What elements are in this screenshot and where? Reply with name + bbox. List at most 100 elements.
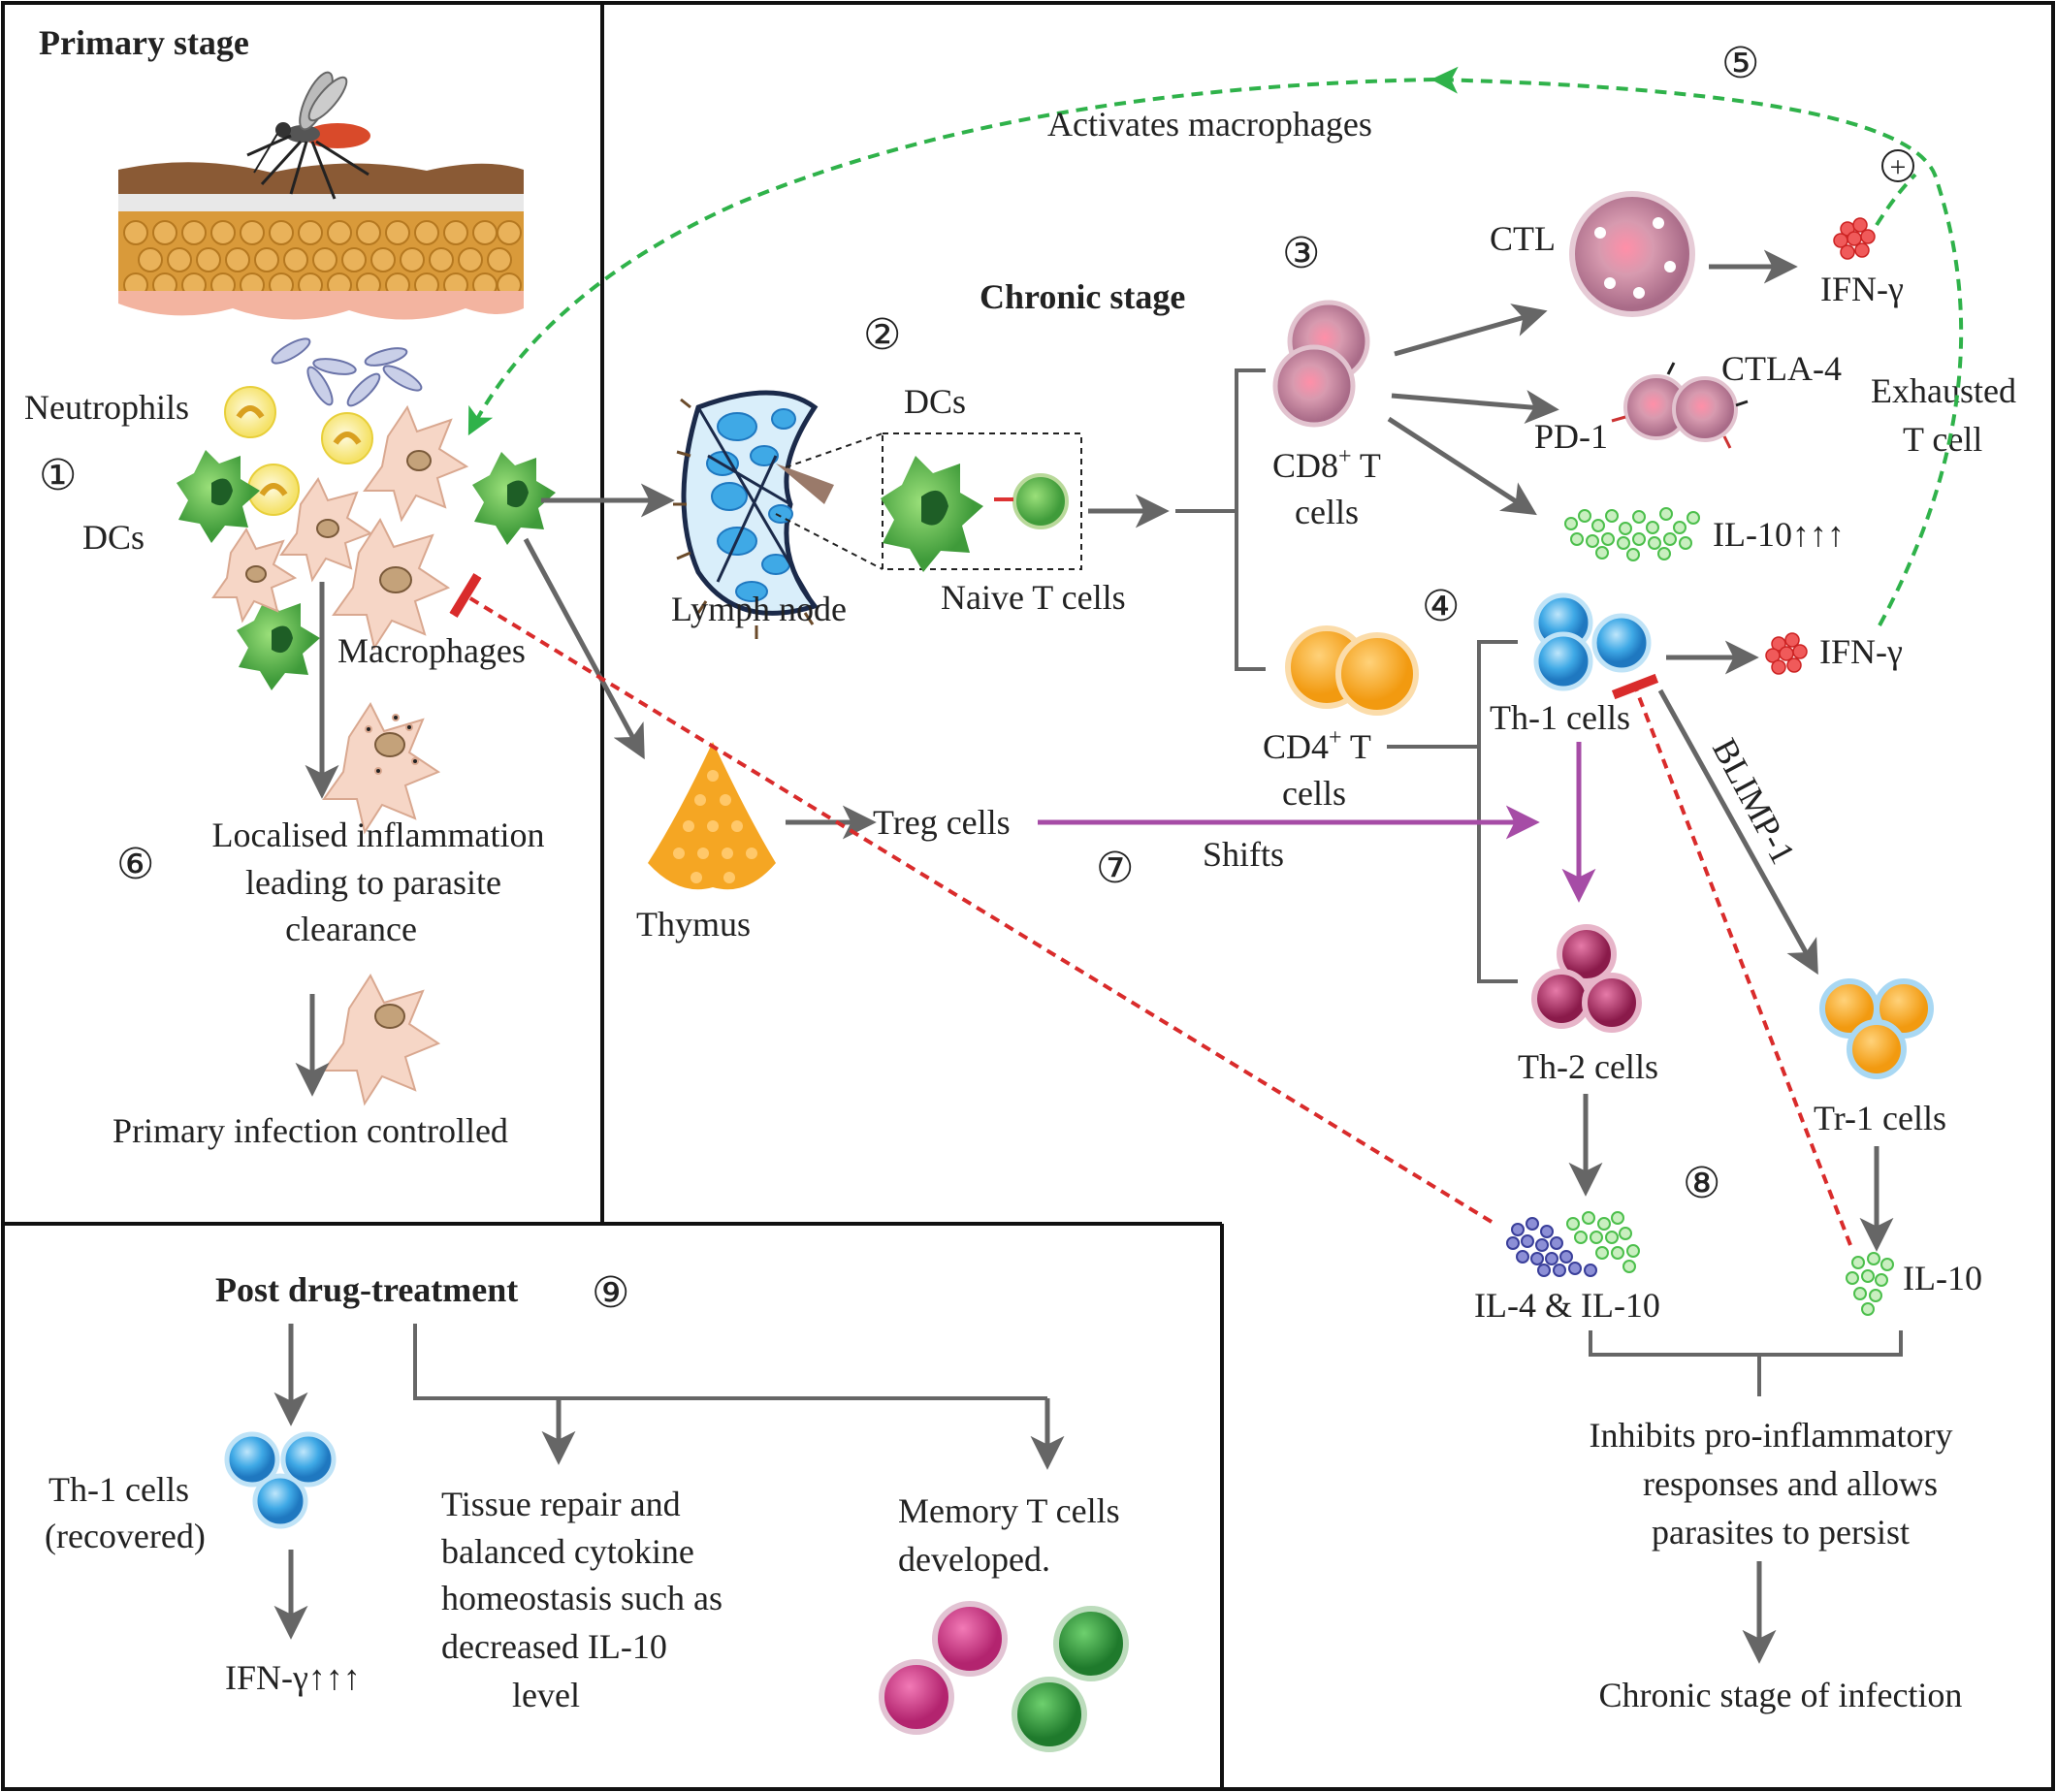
exhausted-label-line-2: T cell xyxy=(1903,420,1982,459)
cd4-t-cells-icon xyxy=(1285,625,1419,716)
th1-recovered-line-1: Th-1 cells xyxy=(48,1470,189,1509)
plus-sign: + xyxy=(1890,151,1907,183)
inhibits-line-3: parasites to persist xyxy=(1652,1513,1910,1552)
feedback-arrow-activates-macrophages xyxy=(1430,66,1964,626)
chronic-stage-title: Chronic stage xyxy=(980,277,1185,316)
il10-high-label: IL-10↑↑↑ xyxy=(1713,515,1845,554)
il4-il10-cluster xyxy=(1506,1211,1640,1277)
resolved-macrophage xyxy=(322,973,441,1106)
memory-line-2: developed. xyxy=(898,1540,1050,1579)
tissue-repair-line-2: balanced cytokine xyxy=(441,1532,694,1571)
macrophages-label: Macrophages xyxy=(337,631,526,670)
zoom-line-top xyxy=(785,432,883,468)
naive-t-cells-label: Naive T cells xyxy=(941,578,1126,617)
tr1-cells-icon xyxy=(1819,978,1934,1079)
th1-label: Th-1 cells xyxy=(1490,698,1630,737)
tissue-repair-line-4: decreased IL-10 xyxy=(441,1627,667,1666)
ifn-th1-cluster xyxy=(1765,632,1808,675)
dendritic-cells xyxy=(177,450,556,690)
feedback-ctl-ifn xyxy=(1875,173,1917,227)
il10-label: IL-10 xyxy=(1903,1259,1982,1297)
parasites xyxy=(271,337,423,407)
treg-label: Treg cells xyxy=(873,803,1011,842)
ifn-th1-label: IFN-γ xyxy=(1819,632,1903,671)
cd8-label-line-1: CD8+ T xyxy=(1272,444,1381,485)
step-2-number: ② xyxy=(863,311,901,359)
thymus-texture xyxy=(673,770,757,883)
ctl-label: CTL xyxy=(1490,219,1556,258)
tissue-repair-line-1: Tissue repair and xyxy=(441,1485,681,1523)
th2-cells-icon xyxy=(1531,924,1642,1033)
feedback-arrow-to-macrophage xyxy=(467,78,1436,436)
activates-macrophages-label: Activates macrophages xyxy=(1047,105,1372,144)
ifn-ctl-label: IFN-γ xyxy=(1820,270,1904,308)
step-4-number: ④ xyxy=(1422,583,1460,630)
primary-controlled-label: Primary infection controlled xyxy=(112,1111,508,1150)
step-6-number: ⑥ xyxy=(116,841,154,888)
thymus-label: Thymus xyxy=(636,905,751,944)
cd4-label-line-2: cells xyxy=(1282,774,1346,813)
tissue-repair-line-3: homeostasis such as xyxy=(441,1579,723,1617)
inhibits-line-1: Inhibits pro-inflammatory xyxy=(1590,1416,1953,1455)
step-5-number: ⑤ xyxy=(1721,40,1759,87)
step-1-number: ① xyxy=(39,452,77,499)
zoom-line-bottom xyxy=(775,513,883,570)
exhausted-t-cell-icon xyxy=(1611,362,1749,449)
arrow-cd8-to-ctl xyxy=(1394,304,1548,357)
il10-cluster xyxy=(1846,1252,1894,1316)
neutrophils-label: Neutrophils xyxy=(24,388,189,427)
step-9-number: ⑨ xyxy=(592,1269,629,1317)
ctla4-label: CTLA-4 xyxy=(1721,349,1842,388)
merge-bracket-outcome xyxy=(1589,1330,1903,1396)
th1-recovered-line-2: (recovered) xyxy=(45,1517,206,1555)
cd8-t-cells-icon xyxy=(1272,300,1370,428)
inflammation-line-2: leading to parasite xyxy=(245,863,501,902)
skin-illustration xyxy=(118,71,524,407)
th1-cells-icon xyxy=(1533,592,1652,691)
step-8-number: ⑧ xyxy=(1683,1160,1720,1207)
ifn-up-label: IFN-γ↑↑↑ xyxy=(225,1658,361,1697)
lymph-node-label: Lymph node xyxy=(671,590,847,628)
inhibits-line-2: responses and allows xyxy=(1643,1464,1938,1503)
branch-bracket-th1-th2 xyxy=(1387,640,1518,983)
cd4-label-line-1: CD4+ T xyxy=(1263,725,1371,766)
thymus-icon xyxy=(648,742,776,890)
ifn-ctl-cluster xyxy=(1833,217,1876,260)
tissue-repair-line-5: level xyxy=(512,1676,580,1714)
memory-t-cells-icon xyxy=(879,1601,1129,1752)
inhibition-il4-to-macrophage xyxy=(449,573,1494,1224)
shifts-label: Shifts xyxy=(1203,835,1284,874)
pd1-label: PD-1 xyxy=(1534,417,1608,456)
tr1-label: Tr-1 cells xyxy=(1814,1099,1946,1137)
th2-label: Th-2 cells xyxy=(1518,1047,1658,1086)
ctl-cell-icon xyxy=(1569,191,1695,317)
inhibition-il10-to-th1 xyxy=(1611,673,1852,1246)
il4-il10-label: IL-4 & IL-10 xyxy=(1474,1286,1660,1325)
exhausted-label-line-1: Exhausted xyxy=(1871,371,2016,410)
dcs-label-primary: DCs xyxy=(82,518,145,557)
dc-in-zoom xyxy=(881,456,983,572)
memory-line-1: Memory T cells xyxy=(898,1491,1120,1530)
inflammation-line-3: clearance xyxy=(285,910,417,948)
chronic-infection-label: Chronic stage of infection xyxy=(1599,1676,1963,1714)
primary-stage-title: Primary stage xyxy=(39,23,249,62)
plus-sign-circle xyxy=(1881,149,1914,182)
th1-recovered-icon xyxy=(224,1431,337,1529)
macrophage-cells xyxy=(211,404,469,651)
dcs-label-chronic: DCs xyxy=(904,382,966,421)
naive-t-cell-icon xyxy=(1012,473,1069,529)
inflammation-line-1: Localised inflammation xyxy=(212,816,545,854)
branch-bracket-cd8-cd4 xyxy=(1175,368,1266,671)
lymph-node-illustration xyxy=(673,390,834,639)
neutrophil-cells xyxy=(224,386,373,516)
arrow-cd8-to-il10 xyxy=(1387,416,1537,516)
arrow-th1-to-tr1 xyxy=(1657,688,1818,976)
post-branch-line xyxy=(413,1324,1047,1400)
arrow-cd8-to-exhausted xyxy=(1391,390,1559,425)
il10-high-cluster xyxy=(1564,507,1700,561)
cd8-label-line-2: cells xyxy=(1295,493,1359,531)
step-7-number: ⑦ xyxy=(1096,845,1134,892)
step-3-number: ③ xyxy=(1282,230,1320,277)
